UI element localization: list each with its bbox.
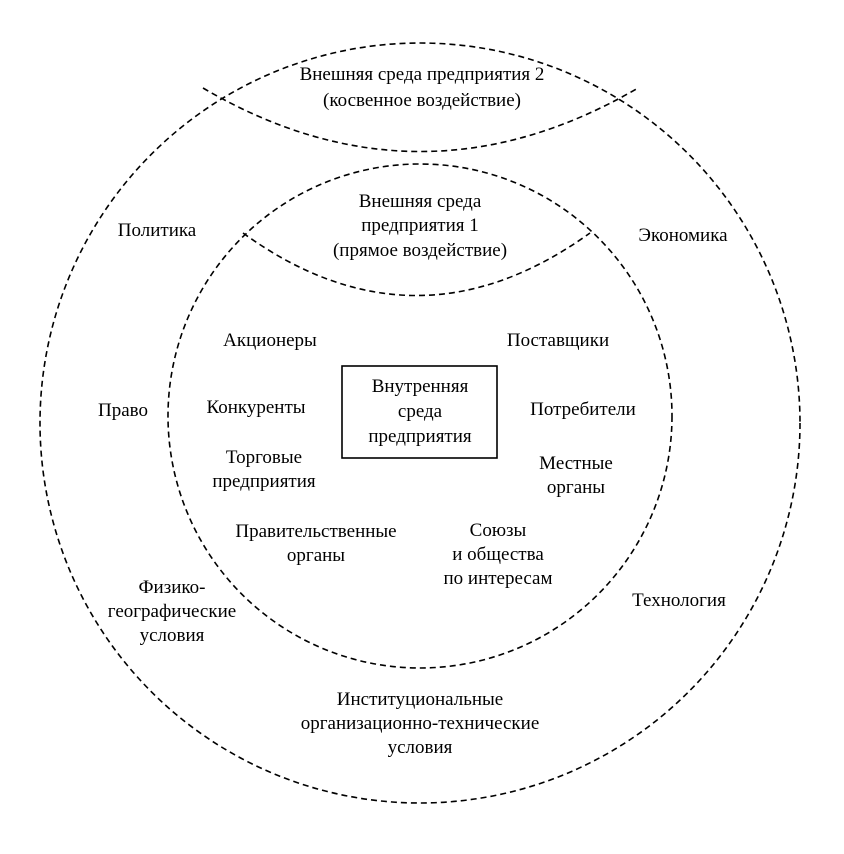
factor-physical-geographic: Физико- географические условия (108, 577, 236, 646)
internal-environment-line3: предприятия (368, 426, 472, 447)
factor-local-authorities: Местные органы (539, 453, 613, 498)
factor-physgeo-line1: Физико- (139, 577, 206, 598)
factor-competitors: Конкуренты (206, 397, 305, 418)
factor-government-bodies: Правительственные органы (235, 521, 396, 566)
factor-unions: Союзы и общества по интересам (443, 520, 552, 589)
outer-environment-title-line1: Внешняя среда предприятия 2 (300, 64, 545, 85)
direct-environment-title-line2: предприятия 1 (361, 215, 479, 236)
factor-trade-line1: Торговые (226, 447, 302, 468)
internal-environment-line2: среда (398, 401, 443, 422)
internal-environment-label: Внутренняя среда предприятия (368, 376, 472, 447)
internal-environment-box (341, 365, 498, 459)
direct-environment-title-line3: (прямое воздействие) (333, 240, 507, 261)
factor-shareholders: Акционеры (223, 330, 317, 351)
factor-trade-enterprises: Торговые предприятия (212, 447, 316, 492)
factor-institutional: Институциональные организационно-техниче… (301, 689, 540, 758)
factor-gov-line1: Правительственные (235, 521, 396, 542)
factor-unions-line1: Союзы (470, 520, 527, 541)
factor-law: Право (98, 400, 148, 421)
factor-economy: Экономика (638, 225, 728, 246)
direct-environment-circle (167, 163, 673, 669)
factor-institutional-line2: организационно-технические (301, 713, 540, 734)
factor-consumers: Потребители (530, 399, 636, 420)
factor-technology: Технология (632, 590, 726, 611)
direct-environment-title-line1: Внешняя среда (359, 191, 482, 212)
factor-institutional-line1: Институциональные (337, 689, 503, 710)
factor-suppliers: Поставщики (507, 330, 609, 351)
factor-local-line2: органы (547, 477, 605, 498)
direct-environment-title: Внешняя среда предприятия 1 (прямое возд… (333, 191, 507, 261)
factor-physgeo-line2: географические (108, 601, 236, 622)
factor-unions-line2: и общества (452, 544, 544, 565)
internal-environment-line1: Внутренняя (372, 376, 469, 397)
outer-environment-title-arc (202, 87, 639, 153)
outer-environment-title: Внешняя среда предприятия 2 (косвенное в… (300, 64, 545, 111)
factor-trade-line2: предприятия (212, 471, 316, 492)
outer-environment-circle (39, 42, 801, 804)
factor-institutional-line3: условия (388, 737, 453, 758)
direct-environment-title-arc (242, 232, 591, 297)
factor-politics: Политика (118, 220, 197, 241)
outer-environment-title-line2: (косвенное воздействие) (323, 90, 521, 111)
factor-gov-line2: органы (287, 545, 345, 566)
factor-physgeo-line3: условия (140, 625, 205, 646)
factor-local-line1: Местные (539, 453, 613, 474)
factor-unions-line3: по интересам (443, 568, 552, 589)
